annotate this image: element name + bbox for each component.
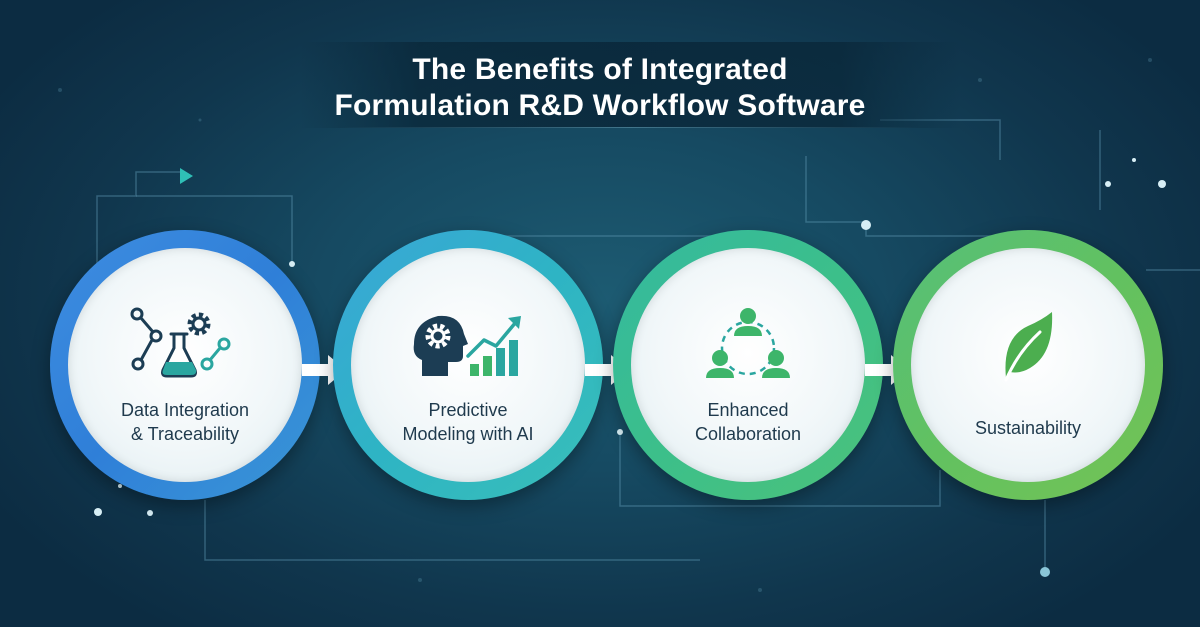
play-marker-icon bbox=[180, 168, 193, 184]
step-predictive-modeling: Predictive Modeling with AI bbox=[333, 230, 603, 500]
title-line-1: The Benefits of Integrated bbox=[412, 53, 788, 86]
leaf-icon bbox=[1004, 312, 1053, 382]
step-circle-inner: Predictive Modeling with AI bbox=[351, 248, 585, 482]
brain-growth-chart-icon bbox=[413, 315, 521, 376]
title-line-2: Formulation R&D Workflow Software bbox=[334, 89, 866, 122]
page-title: The Benefits of Integrated Formulation R… bbox=[240, 52, 960, 124]
step-circle-inner: Sustainability bbox=[911, 248, 1145, 482]
team-collaboration-icon bbox=[706, 308, 790, 378]
step-enhanced-collaboration: Enhanced Collaboration bbox=[613, 230, 883, 500]
title-banner bbox=[300, 42, 960, 128]
step-label: Predictive Modeling with AI bbox=[402, 400, 534, 444]
step-sustainability: Sustainability bbox=[893, 230, 1163, 500]
step-circle-inner: Data Integration & Traceability bbox=[68, 248, 302, 482]
step-circle-inner: Enhanced Collaboration bbox=[631, 248, 865, 482]
step-label: Data Integration & Traceability bbox=[120, 400, 250, 444]
step-label: Enhanced Collaboration bbox=[694, 400, 802, 444]
step-data-integration: Data Integration & Traceability bbox=[50, 230, 320, 500]
step-label: Sustainability bbox=[974, 418, 1082, 438]
flask-gear-network-icon bbox=[130, 307, 231, 378]
